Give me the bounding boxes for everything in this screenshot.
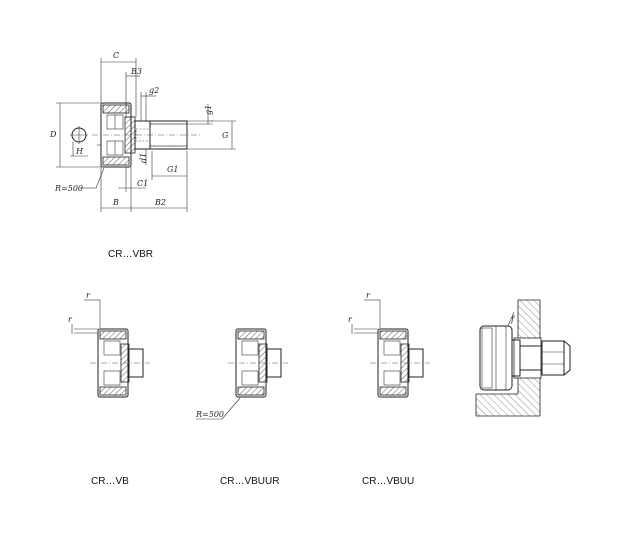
label-d1: d1: [139, 153, 148, 163]
label-G1: G1: [167, 165, 178, 174]
label-g2: g2: [149, 86, 159, 95]
figure-mounting: f: [475, 299, 571, 417]
label-R500-vbuur: R=500: [195, 410, 224, 419]
figure-vbr: D H C B3 g2 g1 G d1: [49, 51, 236, 260]
figure-vb: r r CR…VB: [68, 291, 150, 487]
label-B3: B3: [130, 67, 142, 76]
figure-vbuu: r r CR…VBUU: [348, 291, 430, 487]
label-r-vbuu-side: r: [348, 315, 353, 324]
label-R500: R=500: [54, 184, 83, 193]
label-C1: C1: [137, 179, 148, 188]
label-g1: g1: [204, 105, 213, 115]
caption-vbuu: CR…VBUU: [362, 476, 414, 487]
label-r-vb-side: r: [68, 315, 73, 324]
label-B: B: [112, 198, 119, 207]
caption-vb: CR…VB: [91, 476, 129, 487]
caption-vbuur: CR…VBUUR: [220, 476, 279, 487]
label-G: G: [222, 131, 229, 140]
label-f: f: [510, 315, 516, 324]
figure-vbuur: R=500 CR…VBUUR: [195, 328, 288, 487]
label-B2: B2: [154, 198, 166, 207]
label-H: H: [75, 147, 84, 156]
caption-vbr: CR…VBR: [108, 249, 153, 260]
label-r-vb-top: r: [86, 291, 91, 300]
label-D: D: [49, 130, 57, 139]
label-C: C: [113, 51, 119, 60]
label-r-vbuu-top: r: [366, 291, 371, 300]
